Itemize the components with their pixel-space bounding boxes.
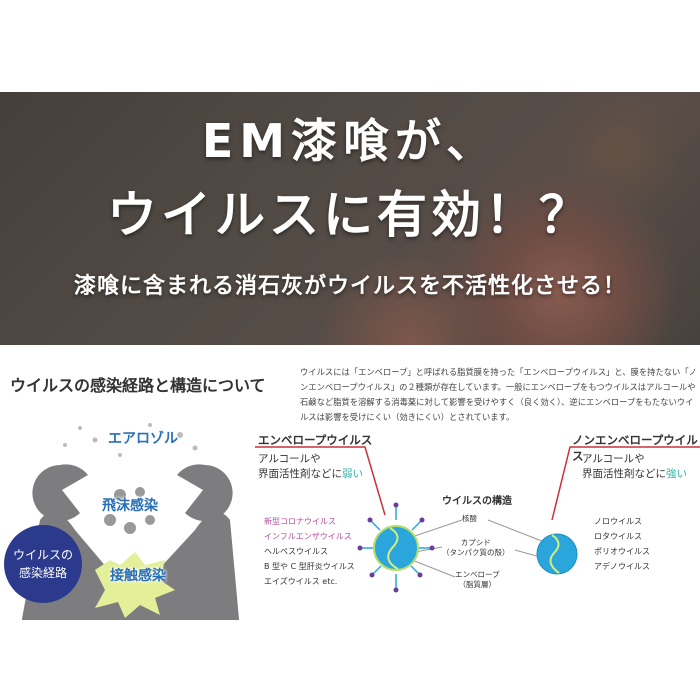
non-envelope-desc-line1: アルコールや: [582, 453, 645, 465]
droplet-label: 飛沫感染: [102, 498, 158, 514]
infection-route-badge: ウイルスの感染経路: [4, 525, 82, 603]
capsid-label: カプシド（タンパク質の殻）: [442, 538, 510, 558]
aerosol-dots: [63, 423, 198, 457]
non-envelope-desc: アルコールや界面活性剤などに強い: [582, 452, 687, 482]
list-item: エイズウイルス etc.: [264, 577, 338, 586]
badge-line1: ウイルスの: [12, 548, 73, 562]
envelope-virus-icon: [357, 502, 435, 593]
envelope-desc-line2: 界面活性剤などに: [258, 468, 342, 480]
non-envelope-virus-icon: [536, 533, 578, 575]
list-item: ポリオウイルス: [594, 547, 650, 556]
envelope-layer-line2: （脂質層）: [458, 580, 497, 589]
envelope-weak-label: 弱い: [342, 468, 363, 480]
envelope-virus-title: エンベロープウイルス: [258, 433, 373, 447]
list-item: 新型コロナウイルス: [264, 517, 336, 526]
non-envelope-desc-line2: 界面活性剤などに: [582, 468, 666, 480]
banner-subtitle: 漆喰に含まれる消石灰がウイルスを不活性化させる！: [73, 274, 626, 299]
envelope-desc: アルコールや界面活性剤などに弱い: [258, 452, 363, 482]
structure-title: ウイルスの構造: [442, 496, 512, 507]
list-item: ロタウイルス: [594, 532, 642, 541]
hero-banner: [0, 92, 700, 345]
list-item: インフルエンザウイルス: [264, 532, 352, 541]
capsid-line2: （タンパク質の殻）: [442, 548, 510, 557]
banner-title-line2: ウイルスに有効！？: [107, 186, 593, 244]
list-item: B 型や C 型肝炎ウイルス: [264, 562, 355, 571]
non-envelope-strong-label: 強い: [666, 468, 687, 480]
list-item: ヘルペスウイルス: [264, 547, 328, 556]
envelope-layer-line1: エンベロープ: [455, 570, 500, 579]
intro-paragraph: ウイルスには「エンベロープ」と呼ばれる脂質膜を持った「エンベロープウイルス」と、…: [300, 367, 697, 422]
non-envelope-virus-title: ノンエンベロープウイルス: [572, 433, 698, 463]
capsid-line1: カプシド: [460, 538, 491, 547]
envelope-layer-label: エンベロープ（脂質層）: [455, 570, 500, 590]
badge-line2: 感染経路: [18, 566, 67, 580]
section-title: ウイルスの感染経路と構造について: [10, 376, 266, 395]
list-item: アデノウイルス: [594, 562, 650, 571]
aerosol-label: エアロゾル: [108, 431, 178, 447]
contact-label: 接触感染: [110, 568, 166, 584]
list-item: ノロウイルス: [594, 517, 642, 526]
non-envelope-virus-list: ノロウイルス ロタウイルス ポリオウイルス アデノウイルス: [594, 514, 650, 574]
envelope-desc-line1: アルコールや: [258, 453, 321, 465]
banner-title-line1: EM漆喰が、: [201, 114, 499, 168]
nucleic-acid-label: 核酸: [462, 514, 477, 523]
envelope-virus-list: 新型コロナウイルス インフルエンザウイルス ヘルペスウイルス B 型や C 型肝…: [264, 514, 355, 589]
